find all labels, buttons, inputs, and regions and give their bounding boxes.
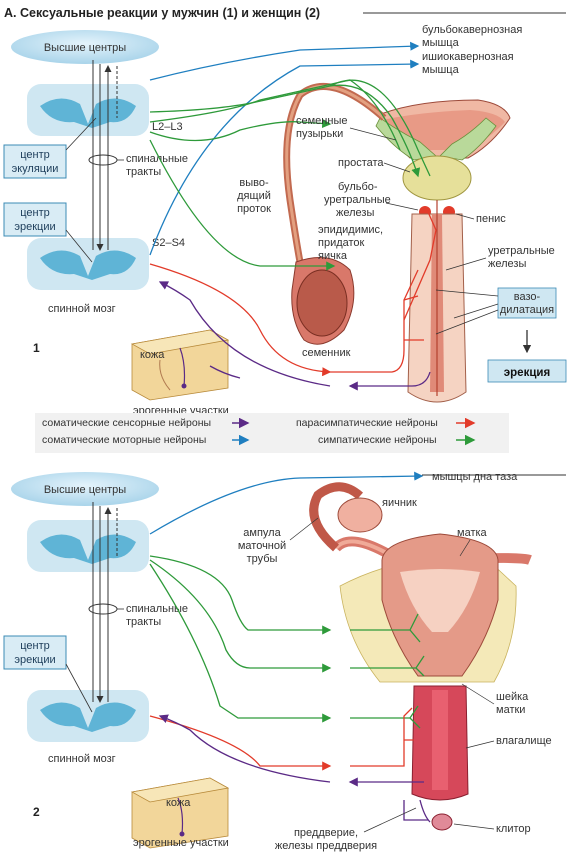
panel-female: Высшие центры спинальные тракты центр эр…: [3, 471, 566, 852]
segment-s2s4-label: S2–S4: [152, 237, 185, 249]
segment-l2l3-label: L2–L3: [152, 121, 183, 133]
motor-path-lower: [149, 59, 420, 256]
nerves-panel2: [149, 471, 431, 823]
svg-text:вазо-: вазо-: [514, 291, 541, 303]
spinal-tracts-label-1: спинальные: [126, 153, 188, 165]
label-epididymis-2: придаток: [318, 237, 365, 249]
skin-label-2: кожа: [166, 797, 191, 809]
erogenous-zones-label-2: эрогенные участки: [133, 837, 229, 849]
label-cervix-1: шейка: [496, 691, 529, 703]
svg-text:соматические моторные нейроны: соматические моторные нейроны: [42, 434, 206, 446]
label-bulbourethral-3: железы: [336, 207, 374, 219]
label-bulbourethral-2: уретральные: [324, 194, 391, 206]
legend-parasympathetic: парасимпатические нейроны: [296, 417, 476, 429]
erection-box: эрекция: [487, 359, 567, 383]
panel-number-2: 2: [33, 805, 40, 819]
spinal-tracts-label-p2-2: тракты: [126, 616, 161, 628]
label-seminal-vesicles-1: семенные: [296, 115, 347, 127]
label-bulbocavernosus-1: бульбокавернозная: [422, 24, 522, 36]
center-erection-box-2: центр эрекции: [3, 635, 93, 713]
label-cervix-2: матки: [496, 704, 525, 716]
label-uterus: матка: [457, 527, 488, 539]
legend: соматические сенсорные нейроны парасимпа…: [35, 413, 509, 453]
label-epididymis-1: эпидидимис,: [318, 224, 383, 236]
spinal-tracts-label-p2-1: спинальные: [126, 603, 188, 615]
svg-text:эрекции: эрекции: [14, 654, 55, 666]
svg-text:экуляции: экуляции: [12, 163, 59, 175]
label-vas-1: выво-: [239, 177, 269, 189]
motor-path-2: [149, 471, 424, 535]
figure-title: А. Сексуальные реакции у мужчин (1) и же…: [4, 6, 320, 20]
label-ampulla-1: ампула: [243, 527, 281, 539]
panel-number-1: 1: [33, 341, 40, 355]
spinal-segment-upper: [27, 84, 149, 136]
label-ischiocavernosus-1: ишиокавернозная: [422, 51, 514, 63]
female-anatomy: [309, 482, 532, 831]
spinal-cord-label: спинной мозг: [48, 303, 116, 315]
label-vestibule-1: преддверие,: [294, 827, 358, 839]
label-vas-2: дящий: [237, 190, 271, 202]
svg-text:симпатические нейроны: симпатические нейроны: [318, 434, 437, 446]
label-epididymis-3: яичка: [318, 250, 348, 262]
labels-panel2: мышцы дна таза яичник ампула маточной тр…: [238, 471, 552, 852]
title-bar: А. Сексуальные реакции у мужчин (1) и же…: [4, 6, 566, 20]
legend-sympathetic: симпатические нейроны: [318, 434, 476, 446]
label-bulbocavernosus-2: мышца: [422, 37, 460, 49]
label-vagina: влагалище: [496, 735, 552, 747]
label-testis: семенник: [302, 347, 351, 359]
label-clitoris: клитор: [496, 823, 531, 835]
spinal-segment-lower-2: [27, 690, 149, 742]
higher-centers-oval-2: [11, 472, 159, 506]
label-prostate: простата: [338, 157, 384, 169]
label-ampulla-3: трубы: [247, 553, 278, 565]
svg-text:парасимпатические нейроны: парасимпатические нейроны: [296, 417, 438, 429]
label-vestibule-2: железы преддверия: [275, 840, 377, 852]
skin-label: кожа: [140, 349, 165, 361]
label-ischiocavernosus-2: мышца: [422, 64, 460, 76]
spinal-tracts-label-2: тракты: [126, 166, 161, 178]
center-erection-box: центр эрекции: [3, 202, 93, 263]
label-pelvic-floor: мышцы дна таза: [432, 471, 518, 483]
higher-centers-label: Высшие центры: [44, 42, 126, 54]
svg-text:соматические сенсорные нейроны: соматические сенсорные нейроны: [42, 417, 211, 429]
svg-text:центр: центр: [20, 640, 50, 652]
svg-text:дилатация: дилатация: [500, 304, 554, 316]
panel-male: Высшие центры L2–L3 S2–S4 центр экуляции: [3, 24, 567, 417]
svg-text:центр: центр: [20, 149, 50, 161]
male-anatomy: [283, 82, 511, 403]
nerves-panel1: [149, 41, 437, 391]
label-ampulla-2: маточной: [238, 540, 286, 552]
higher-centers-label-2: Высшие центры: [44, 484, 126, 496]
spinal-segment-upper-2: [27, 520, 149, 572]
higher-centers-oval: [11, 30, 159, 64]
svg-text:эрекции: эрекции: [14, 221, 55, 233]
center-ejaculation-box: центр экуляции: [3, 117, 97, 179]
spinal-cord-label-2: спинной мозг: [48, 753, 116, 765]
skin-block-2: кожа: [130, 777, 230, 849]
label-vas-3: проток: [237, 203, 271, 215]
motor-path-upper: [149, 41, 420, 81]
labels-panel1: бульбокавернозная мышца ишиокавернозная …: [237, 24, 567, 383]
label-seminal-vesicles-2: пузырьки: [296, 128, 343, 140]
label-urethral-glands-1: уретральные: [488, 245, 555, 257]
svg-text:эрекция: эрекция: [504, 367, 550, 379]
label-urethral-glands-2: железы: [488, 258, 526, 270]
legend-somatic-sensory: соматические сенсорные нейроны: [42, 417, 250, 429]
label-bulbourethral-1: бульбо-: [338, 181, 378, 193]
spinal-segment-lower: [27, 238, 149, 290]
label-ovary: яичник: [382, 497, 417, 509]
skin-block: кожа: [130, 329, 230, 401]
label-penis: пенис: [476, 213, 506, 225]
svg-text:центр: центр: [20, 207, 50, 219]
vasodilation-box: вазо- дилатация: [435, 287, 557, 335]
legend-somatic-motor: соматические моторные нейроны: [42, 434, 250, 446]
